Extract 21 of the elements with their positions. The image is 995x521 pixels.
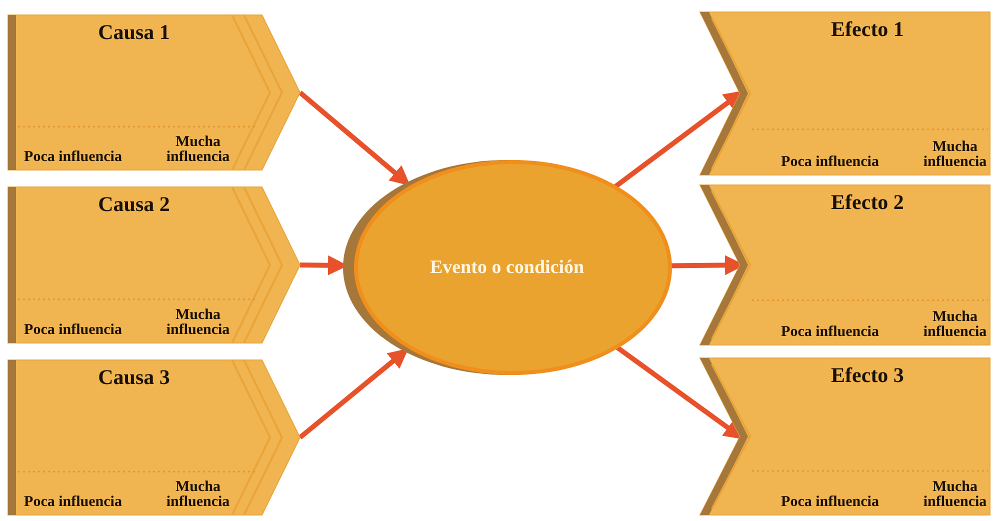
node-title: Efecto 2: [830, 191, 905, 214]
node-title: Causa 3: [97, 366, 171, 388]
node-title: Efecto 1: [830, 18, 905, 40]
scale-label: Mucha influencia: [922, 480, 988, 511]
scale-label: Poca influencia: [780, 495, 880, 511]
scale-label: Mucha influencia: [922, 140, 988, 171]
node-title: Evento o condición: [430, 258, 584, 278]
node-title: Causa 1: [97, 21, 171, 44]
arrow: [298, 348, 409, 440]
scale-label: Poca influencia: [23, 495, 123, 511]
scale-label: Poca influencia: [780, 155, 880, 171]
scale-label: Mucha influencia: [165, 134, 231, 166]
node-title: Causa 2: [97, 193, 171, 216]
scale-label: Mucha influencia: [922, 310, 988, 341]
node-title: Efecto 3: [830, 364, 905, 386]
scale-label: Poca influencia: [780, 325, 880, 341]
scale-label: Poca influencia: [23, 323, 123, 339]
scale-label: Poca influencia: [23, 150, 123, 166]
scale-label: Mucha influencia: [165, 480, 231, 511]
scale-label: Mucha influencia: [165, 308, 231, 339]
arrow: [298, 90, 410, 186]
